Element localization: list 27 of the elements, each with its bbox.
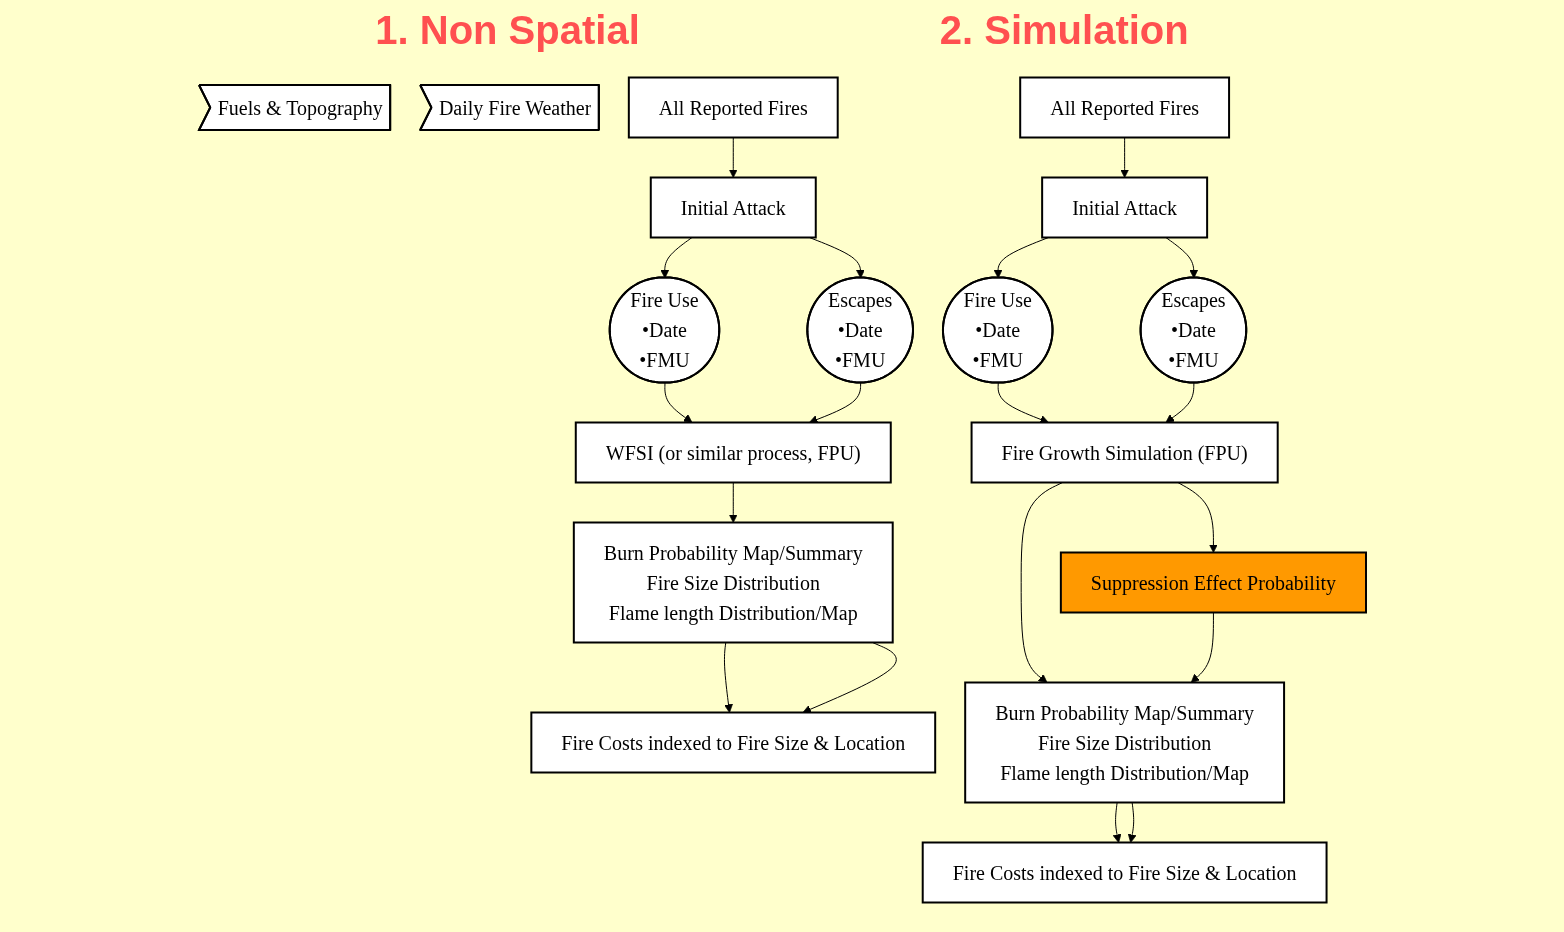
arrow <box>1119 137 1129 178</box>
node-box: Initial Attack <box>649 176 817 239</box>
arrow <box>659 237 692 279</box>
arrow <box>723 642 733 713</box>
arrow <box>997 382 1049 424</box>
node-box: Burn Probability Map/Summary Fire Size Distribution Flame length Distribution/Map <box>572 521 894 644</box>
arrow <box>808 382 861 424</box>
node-box: Fire Costs indexed to Fire Size & Location <box>529 711 936 774</box>
arrow <box>1127 802 1136 843</box>
arrow <box>1190 612 1214 683</box>
arrow <box>802 642 897 714</box>
column-heading: 1. Non Spatial <box>375 7 640 53</box>
arrow <box>1020 482 1063 683</box>
arrow <box>728 482 738 523</box>
node-box: Suppression Effect Probability <box>1059 551 1367 614</box>
arrow <box>1165 382 1194 423</box>
node-box: WFSI (or similar process, FPU) <box>574 421 892 484</box>
column-heading: 2. Simulation <box>939 7 1189 53</box>
arrow <box>728 137 738 178</box>
node-box: Fire Costs indexed to Fire Size & Location <box>921 841 1328 904</box>
node-box: Burn Probability Map/Summary Fire Size Distribution Flame length Distribution/Map <box>963 681 1285 804</box>
arrow <box>1112 802 1121 843</box>
node-box: Fire Growth Simulation (FPU) <box>970 421 1279 484</box>
arrow <box>663 382 692 423</box>
node-box: All Reported Fires <box>627 76 839 139</box>
node-box: All Reported Fires <box>1018 76 1230 139</box>
node-box: Initial Attack <box>1040 176 1208 239</box>
